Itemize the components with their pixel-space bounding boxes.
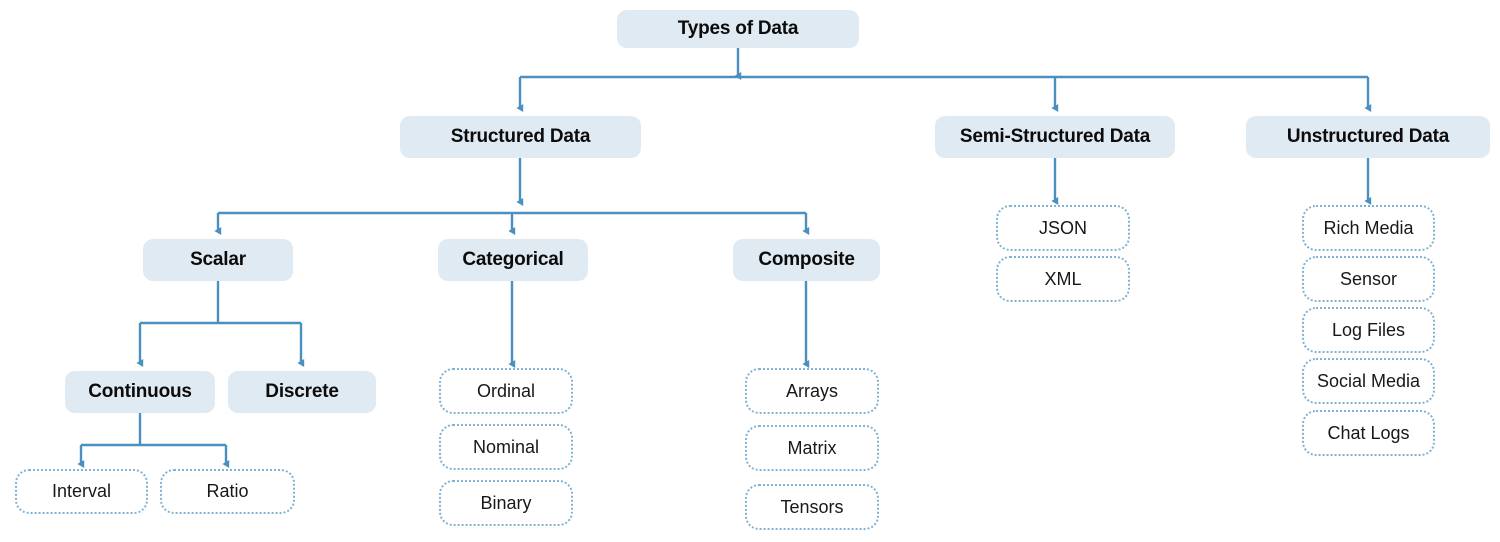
node-label: Continuous (88, 381, 192, 402)
leaf-tensors[interactable]: Tensors (745, 484, 879, 530)
leaf-chat-logs[interactable]: Chat Logs (1302, 410, 1435, 456)
node-label: Log Files (1331, 319, 1406, 340)
node-label: Types of Data (677, 18, 799, 39)
node-structured-data[interactable]: Structured Data (400, 116, 641, 158)
leaf-arrays[interactable]: Arrays (745, 368, 879, 414)
leaf-ratio[interactable]: Ratio (160, 469, 295, 514)
leaf-social-media[interactable]: Social Media (1302, 358, 1435, 404)
node-label: Composite (758, 249, 855, 270)
leaf-sensor[interactable]: Sensor (1302, 256, 1435, 302)
node-label: Arrays (785, 380, 838, 401)
leaf-rich-media[interactable]: Rich Media (1302, 205, 1435, 251)
node-scalar[interactable]: Scalar (143, 239, 293, 281)
node-discrete[interactable]: Discrete (228, 371, 376, 413)
node-types-of-data[interactable]: Types of Data (617, 10, 859, 48)
node-label: Scalar (190, 249, 246, 270)
node-label: Rich Media (1323, 217, 1414, 238)
node-unstructured-data[interactable]: Unstructured Data (1246, 116, 1490, 158)
node-continuous[interactable]: Continuous (65, 371, 215, 413)
node-label: Tensors (780, 496, 844, 517)
node-label: Matrix (787, 437, 837, 458)
node-semi-structured-data[interactable]: Semi-Structured Data (935, 116, 1175, 158)
node-label: XML (1044, 268, 1082, 289)
node-label: Social Media (1316, 370, 1421, 391)
leaf-nominal[interactable]: Nominal (439, 424, 573, 470)
node-label: Unstructured Data (1286, 126, 1450, 147)
leaf-log-files[interactable]: Log Files (1302, 307, 1435, 353)
node-label: Interval (51, 481, 112, 501)
node-label: Sensor (1339, 268, 1398, 289)
node-label: Binary (480, 492, 532, 513)
node-label: Discrete (265, 381, 339, 402)
node-composite[interactable]: Composite (733, 239, 880, 281)
node-label: JSON (1038, 217, 1087, 238)
leaf-binary[interactable]: Binary (439, 480, 573, 526)
leaf-ordinal[interactable]: Ordinal (439, 368, 573, 414)
node-label: Nominal (472, 436, 540, 457)
leaf-matrix[interactable]: Matrix (745, 425, 879, 471)
node-label: Categorical (462, 249, 564, 270)
node-label: Ratio (206, 481, 249, 501)
node-categorical[interactable]: Categorical (438, 239, 588, 281)
node-label: Semi-Structured Data (959, 126, 1151, 147)
leaf-json[interactable]: JSON (996, 205, 1130, 251)
leaf-xml[interactable]: XML (996, 256, 1130, 302)
node-label: Structured Data (450, 126, 591, 147)
node-label: Ordinal (476, 380, 536, 401)
node-label: Chat Logs (1327, 422, 1410, 443)
leaf-interval[interactable]: Interval (15, 469, 148, 514)
